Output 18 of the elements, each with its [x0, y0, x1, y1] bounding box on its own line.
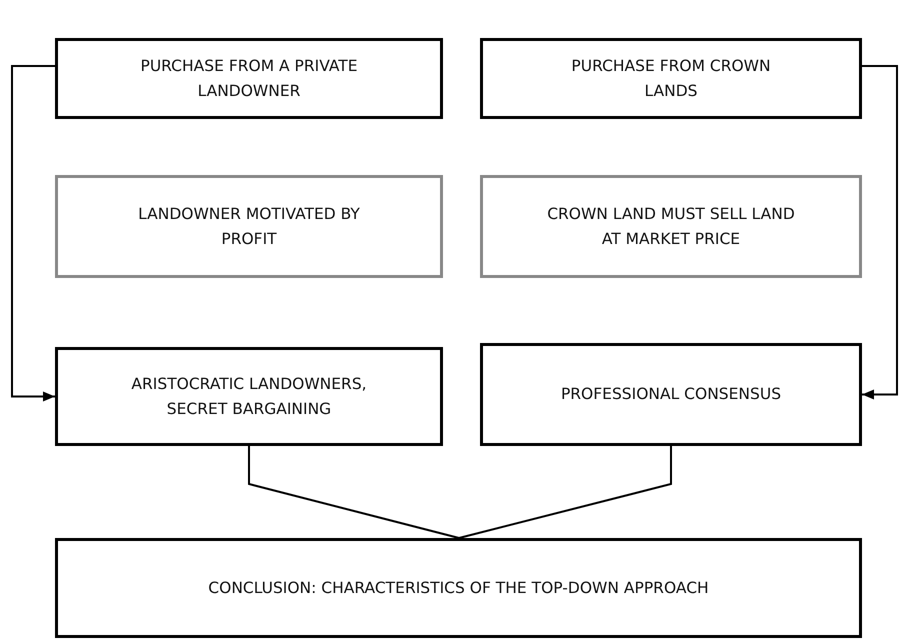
box-label: CROWN LAND MUST SELL LAND AT MARKET PRICE	[546, 204, 796, 250]
box-label: PROFESSIONAL CONSENSUS	[560, 384, 782, 406]
box-label: PURCHASE FROM CROWN LANDS	[570, 56, 772, 102]
process-box	[55, 347, 443, 446]
process-box	[55, 175, 443, 278]
box-label: PURCHASE FROM A PRIVATE LANDOWNER	[139, 56, 358, 102]
box-label: ARISTOCRATIC LANDOWNERS, SECRET BARGAINING	[130, 374, 368, 420]
arrow	[11, 65, 55, 402]
process-box	[55, 38, 443, 119]
connector-line	[248, 446, 460, 539]
process-box	[480, 175, 862, 278]
process-box	[480, 343, 862, 446]
connector-line	[458, 446, 672, 539]
box-label: CONCLUSION: CHARACTERISTICS OF THE TOP-DOWN APPROACH	[208, 578, 709, 599]
process-box	[55, 538, 862, 638]
process-box	[480, 38, 862, 119]
arrow	[862, 65, 898, 400]
box-label: LANDOWNER MOTIVATED BY PROFIT	[137, 204, 361, 250]
